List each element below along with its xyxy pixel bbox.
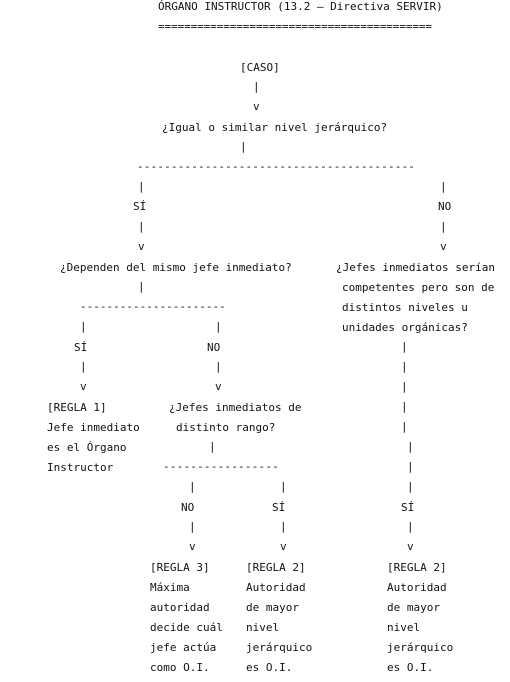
rule1-text-line4: Instructor	[47, 461, 114, 474]
connector-pipe: |	[440, 220, 447, 233]
label-yes: SÍ	[401, 501, 415, 514]
rule1-text-line2: Jefe inmediato	[47, 421, 140, 434]
connector-pipe: |	[215, 360, 222, 373]
connector-arrow: v	[215, 380, 222, 393]
branch-divider-q2: ----------------------	[80, 300, 226, 313]
question-competent-bosses-line1: ¿Jefes inmediatos serían	[336, 261, 495, 274]
connector-pipe: |	[280, 480, 287, 493]
connector-pipe: |	[189, 520, 196, 533]
connector-pipe: |	[215, 320, 222, 333]
rule3-heading: [REGLA 3]	[150, 561, 210, 574]
connector-arrow: v	[280, 540, 287, 553]
connector-pipe: |	[280, 520, 287, 533]
connector-arrow: v	[138, 240, 145, 253]
label-yes: SÍ	[272, 501, 286, 514]
connector-pipe: |	[401, 400, 408, 413]
connector-arrow: v	[253, 100, 260, 113]
title-underline: ========================================…	[158, 20, 432, 33]
connector-pipe: |	[401, 340, 408, 353]
connector-pipe: |	[401, 380, 408, 393]
rule2-text-line5: jerárquico	[246, 641, 313, 654]
rule2-text-line3: de mayor	[387, 601, 440, 614]
rule2-text-line3: de mayor	[246, 601, 299, 614]
root-node-caso: [CASO]	[240, 61, 280, 74]
question-competent-bosses-line2: competentes pero son de	[342, 281, 495, 294]
rule1-text-line3: es el Órgano	[47, 441, 127, 454]
connector-pipe: |	[138, 280, 145, 293]
rule3-text-line4: decide cuál	[150, 621, 223, 634]
rule3-text-line5: jefe actúa	[150, 641, 217, 654]
rule1-heading: [REGLA 1]	[47, 401, 107, 414]
connector-pipe: |	[240, 140, 247, 153]
label-no: NO	[438, 200, 452, 213]
connector-pipe: |	[440, 180, 447, 193]
rule3-text-line2: Máxima	[150, 581, 190, 594]
rule2-text-line6: es O.I.	[387, 661, 434, 674]
label-yes: SÍ	[133, 200, 147, 213]
connector-pipe: |	[80, 320, 87, 333]
rule2-text-line2: Autoridad	[246, 581, 306, 594]
connector-pipe: |	[189, 480, 196, 493]
connector-pipe: |	[407, 480, 414, 493]
label-no: NO	[207, 341, 221, 354]
rule3-text-line6: como O.I.	[150, 661, 210, 674]
question-different-rank-line1: ¿Jefes inmediatos de	[169, 401, 302, 414]
connector-pipe: |	[401, 360, 408, 373]
rule2-text-line5: jerárquico	[387, 641, 454, 654]
connector-pipe: |	[80, 360, 87, 373]
question-competent-bosses-line3: distintos niveles u	[342, 301, 468, 314]
question-competent-bosses-line4: unidades orgánicas?	[342, 321, 468, 334]
connector-arrow: v	[189, 540, 196, 553]
rule3-text-line3: autoridad	[150, 601, 210, 614]
question-same-direct-boss: ¿Dependen del mismo jefe inmediato?	[60, 261, 292, 274]
rule2-text-line4: nivel	[246, 621, 280, 634]
connector-pipe: |	[253, 80, 260, 93]
connector-pipe: |	[401, 420, 408, 433]
connector-pipe: |	[138, 220, 145, 233]
connector-pipe: |	[407, 440, 414, 453]
connector-arrow: v	[407, 540, 414, 553]
label-yes: SÍ	[74, 341, 88, 354]
diagram-title: ÓRGANO INSTRUCTOR (13.2 – Directiva SERV…	[158, 0, 443, 13]
rule2-text-line6: es O.I.	[246, 661, 293, 674]
connector-arrow: v	[440, 240, 447, 253]
branch-divider-q4: -----------------	[163, 460, 279, 473]
connector-pipe: |	[138, 180, 145, 193]
connector-pipe: |	[407, 520, 414, 533]
rule2-heading: [REGLA 2]	[387, 561, 447, 574]
question-same-hierarchy-level: ¿Igual o similar nivel jerárquico?	[162, 121, 388, 134]
rule2-text-line2: Autoridad	[387, 581, 447, 594]
rule2-heading: [REGLA 2]	[246, 561, 306, 574]
connector-pipe: |	[209, 440, 216, 453]
connector-arrow: v	[80, 380, 87, 393]
label-no: NO	[181, 501, 195, 514]
connector-pipe: |	[407, 460, 414, 473]
branch-divider-main: ----------------------------------------…	[137, 160, 416, 173]
rule2-text-line4: nivel	[387, 621, 421, 634]
question-different-rank-line2: distinto rango?	[176, 421, 276, 434]
